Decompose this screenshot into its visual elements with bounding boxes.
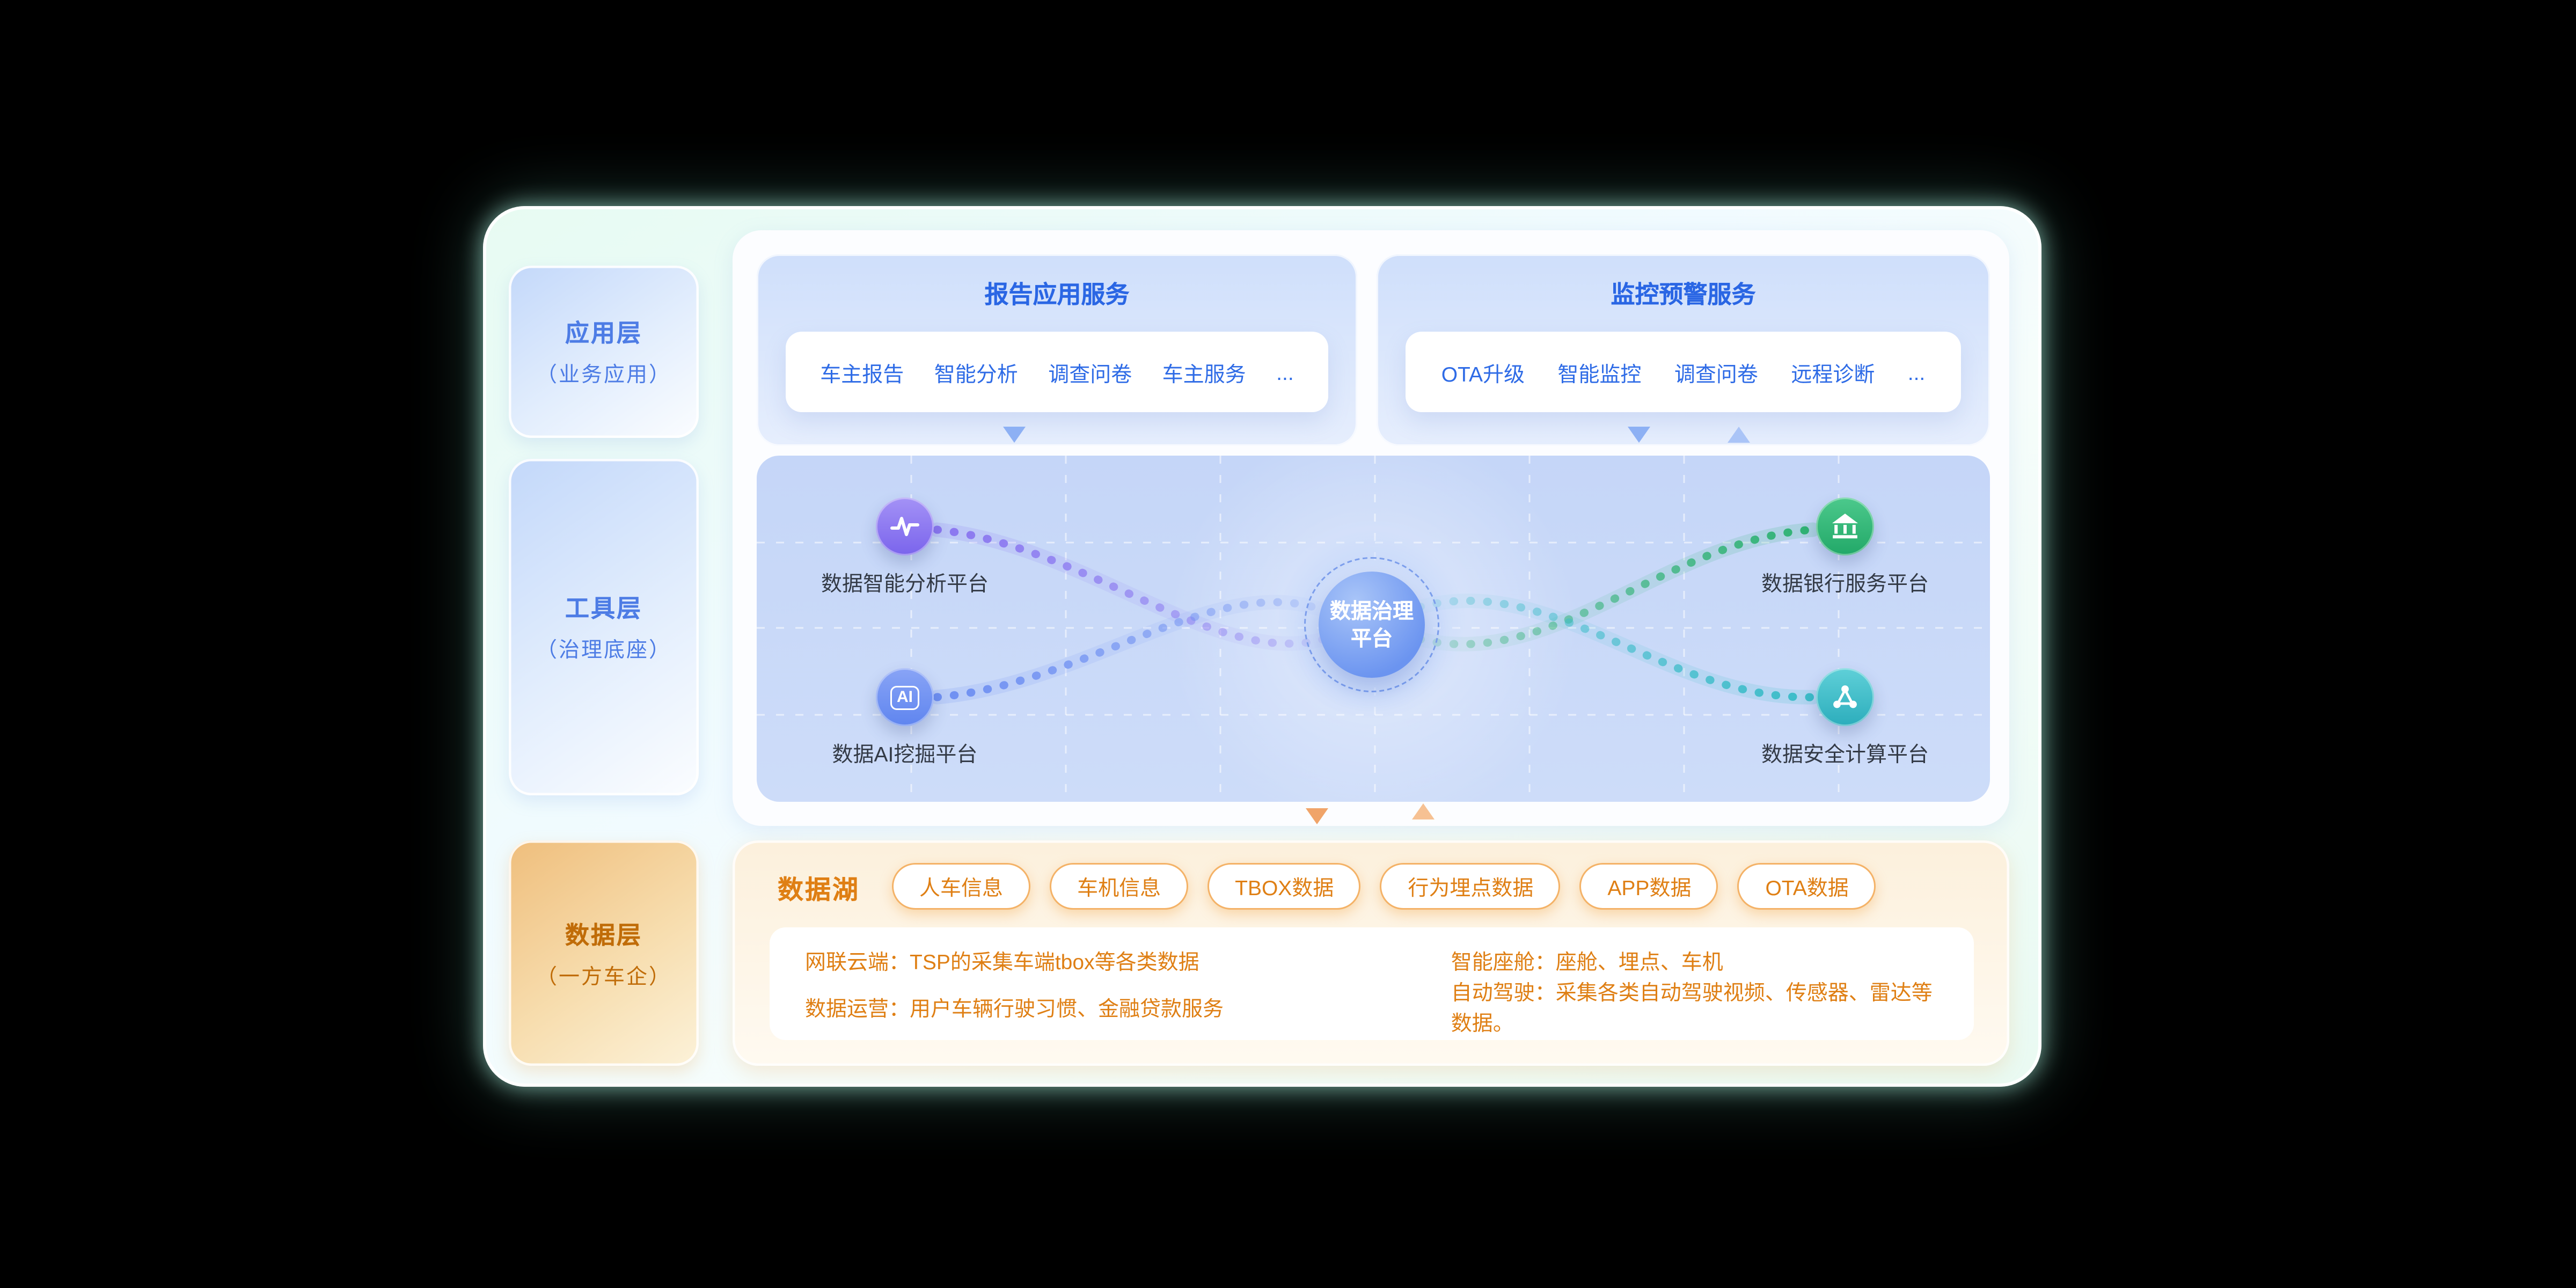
layer-data: 数据层 （一方车企） — [509, 840, 699, 1066]
monitor-services-bar: OTA升级 智能监控 调查问卷 远程诊断 ... — [1406, 332, 1961, 412]
data-tag: 车机信息 — [1050, 863, 1189, 910]
layer-data-title: 数据层 — [565, 921, 642, 949]
down-arrow-icon — [1003, 427, 1026, 443]
up-arrow-icon — [1412, 803, 1435, 819]
layer-data-subtitle: （一方车企） — [536, 963, 671, 988]
service-item-ellipsis: ... — [1276, 360, 1294, 384]
node-label: 数据银行服务平台 — [1761, 572, 1929, 596]
node-label: 数据智能分析平台 — [821, 572, 989, 596]
layer-tool: 工具层 （治理底座） — [509, 459, 699, 795]
node-label: 数据安全计算平台 — [1761, 742, 1929, 766]
note-line: 数据运营：用户车辆行驶习惯、金融贷款服务 — [805, 996, 1224, 1020]
data-lake-tags: 人车信息 车机信息 TBOX数据 行为埋点数据 APP数据 OTA数据 — [892, 863, 1876, 910]
data-tag: TBOX数据 — [1208, 863, 1362, 910]
layer-application-title: 应用层 — [565, 320, 642, 348]
service-item: 远程诊断 — [1791, 361, 1875, 386]
service-item: 智能监控 — [1557, 361, 1642, 386]
report-services-panel: 报告应用服务 车主报告 智能分析 调查问卷 车主服务 ... — [757, 254, 1357, 446]
data-tag: 人车信息 — [892, 863, 1031, 910]
note-line: 自动驾驶：采集各类自动驾驶视频、传感器、雷达等数据。 — [1451, 980, 1933, 1035]
layer-application-subtitle: （业务应用） — [536, 362, 671, 386]
center-label-line2: 平台 — [1350, 626, 1393, 650]
note-line: 网联云端：TSP的采集车端tbox等各类数据 — [805, 950, 1199, 974]
data-lake-notes: 网联云端：TSP的采集车端tbox等各类数据 数据运营：用户车辆行驶习惯、金融贷… — [770, 927, 1974, 1040]
layer-tool-title: 工具层 — [565, 596, 642, 623]
architecture-diagram: 应用层 （业务应用） 工具层 （治理底座） 数据层 （一方车企） 报告应用服务 … — [483, 206, 2041, 1087]
service-item-ellipsis: ... — [1907, 360, 1926, 384]
service-item: 车主报告 — [820, 361, 904, 386]
service-item: 车主服务 — [1162, 361, 1246, 386]
governance-panel: 报告应用服务 车主报告 智能分析 调查问卷 车主服务 ... 监控预警服务 OT… — [733, 230, 2009, 826]
data-governance-platform-node: 数据治理 平台 — [1319, 572, 1425, 678]
share-nodes-icon — [1816, 668, 1874, 726]
monitor-services-title: 监控预警服务 — [1611, 282, 1756, 309]
node-secure-computing: 数据安全计算平台 — [1724, 668, 1966, 768]
center-dashed-ring — [1304, 557, 1439, 692]
data-tag: 行为埋点数据 — [1380, 863, 1561, 910]
ai-icon: AI — [876, 668, 934, 726]
service-item: 调查问卷 — [1674, 361, 1758, 386]
node-data-analysis: 数据智能分析平台 — [784, 497, 1026, 597]
service-item: 智能分析 — [934, 361, 1018, 386]
data-lake-panel: 数据湖 人车信息 车机信息 TBOX数据 行为埋点数据 APP数据 OTA数据 … — [733, 840, 2009, 1066]
down-arrow-icon — [1628, 427, 1650, 443]
layer-application: 应用层 （业务应用） — [509, 266, 699, 438]
right-column: 报告应用服务 车主报告 智能分析 调查问卷 车主服务 ... 监控预警服务 OT… — [733, 206, 2009, 1087]
bank-icon — [1816, 497, 1874, 555]
report-services-bar: 车主报告 智能分析 调查问卷 车主服务 ... — [786, 332, 1328, 412]
center-label-line1: 数据治理 — [1329, 599, 1414, 623]
platform-network: 数据治理 平台 数据智能分析平台 AI — [757, 456, 1990, 802]
node-label: 数据AI挖掘平台 — [832, 742, 978, 766]
data-tag: OTA数据 — [1738, 863, 1876, 910]
service-item: 调查问卷 — [1048, 361, 1132, 386]
service-item: OTA升级 — [1441, 361, 1525, 386]
up-arrow-icon — [1728, 427, 1750, 443]
pulse-icon — [876, 497, 934, 555]
note-line: 智能座舱：座舱、埋点、车机 — [1451, 950, 1723, 974]
ai-badge-text: AI — [890, 685, 919, 709]
node-data-bank: 数据银行服务平台 — [1724, 497, 1966, 597]
layer-tool-subtitle: （治理底座） — [536, 638, 671, 662]
node-ai-mining: AI 数据AI挖掘平台 — [784, 668, 1026, 768]
report-services-title: 报告应用服务 — [984, 282, 1130, 309]
monitor-services-panel: 监控预警服务 OTA升级 智能监控 调查问卷 远程诊断 ... — [1377, 254, 1990, 446]
data-tag: APP数据 — [1580, 863, 1719, 910]
down-arrow-icon — [1306, 808, 1328, 824]
data-lake-header: 数据湖 人车信息 车机信息 TBOX数据 行为埋点数据 APP数据 OTA数据 — [778, 863, 1876, 910]
connector-lines — [757, 456, 1990, 802]
data-lake-title: 数据湖 — [778, 876, 860, 904]
